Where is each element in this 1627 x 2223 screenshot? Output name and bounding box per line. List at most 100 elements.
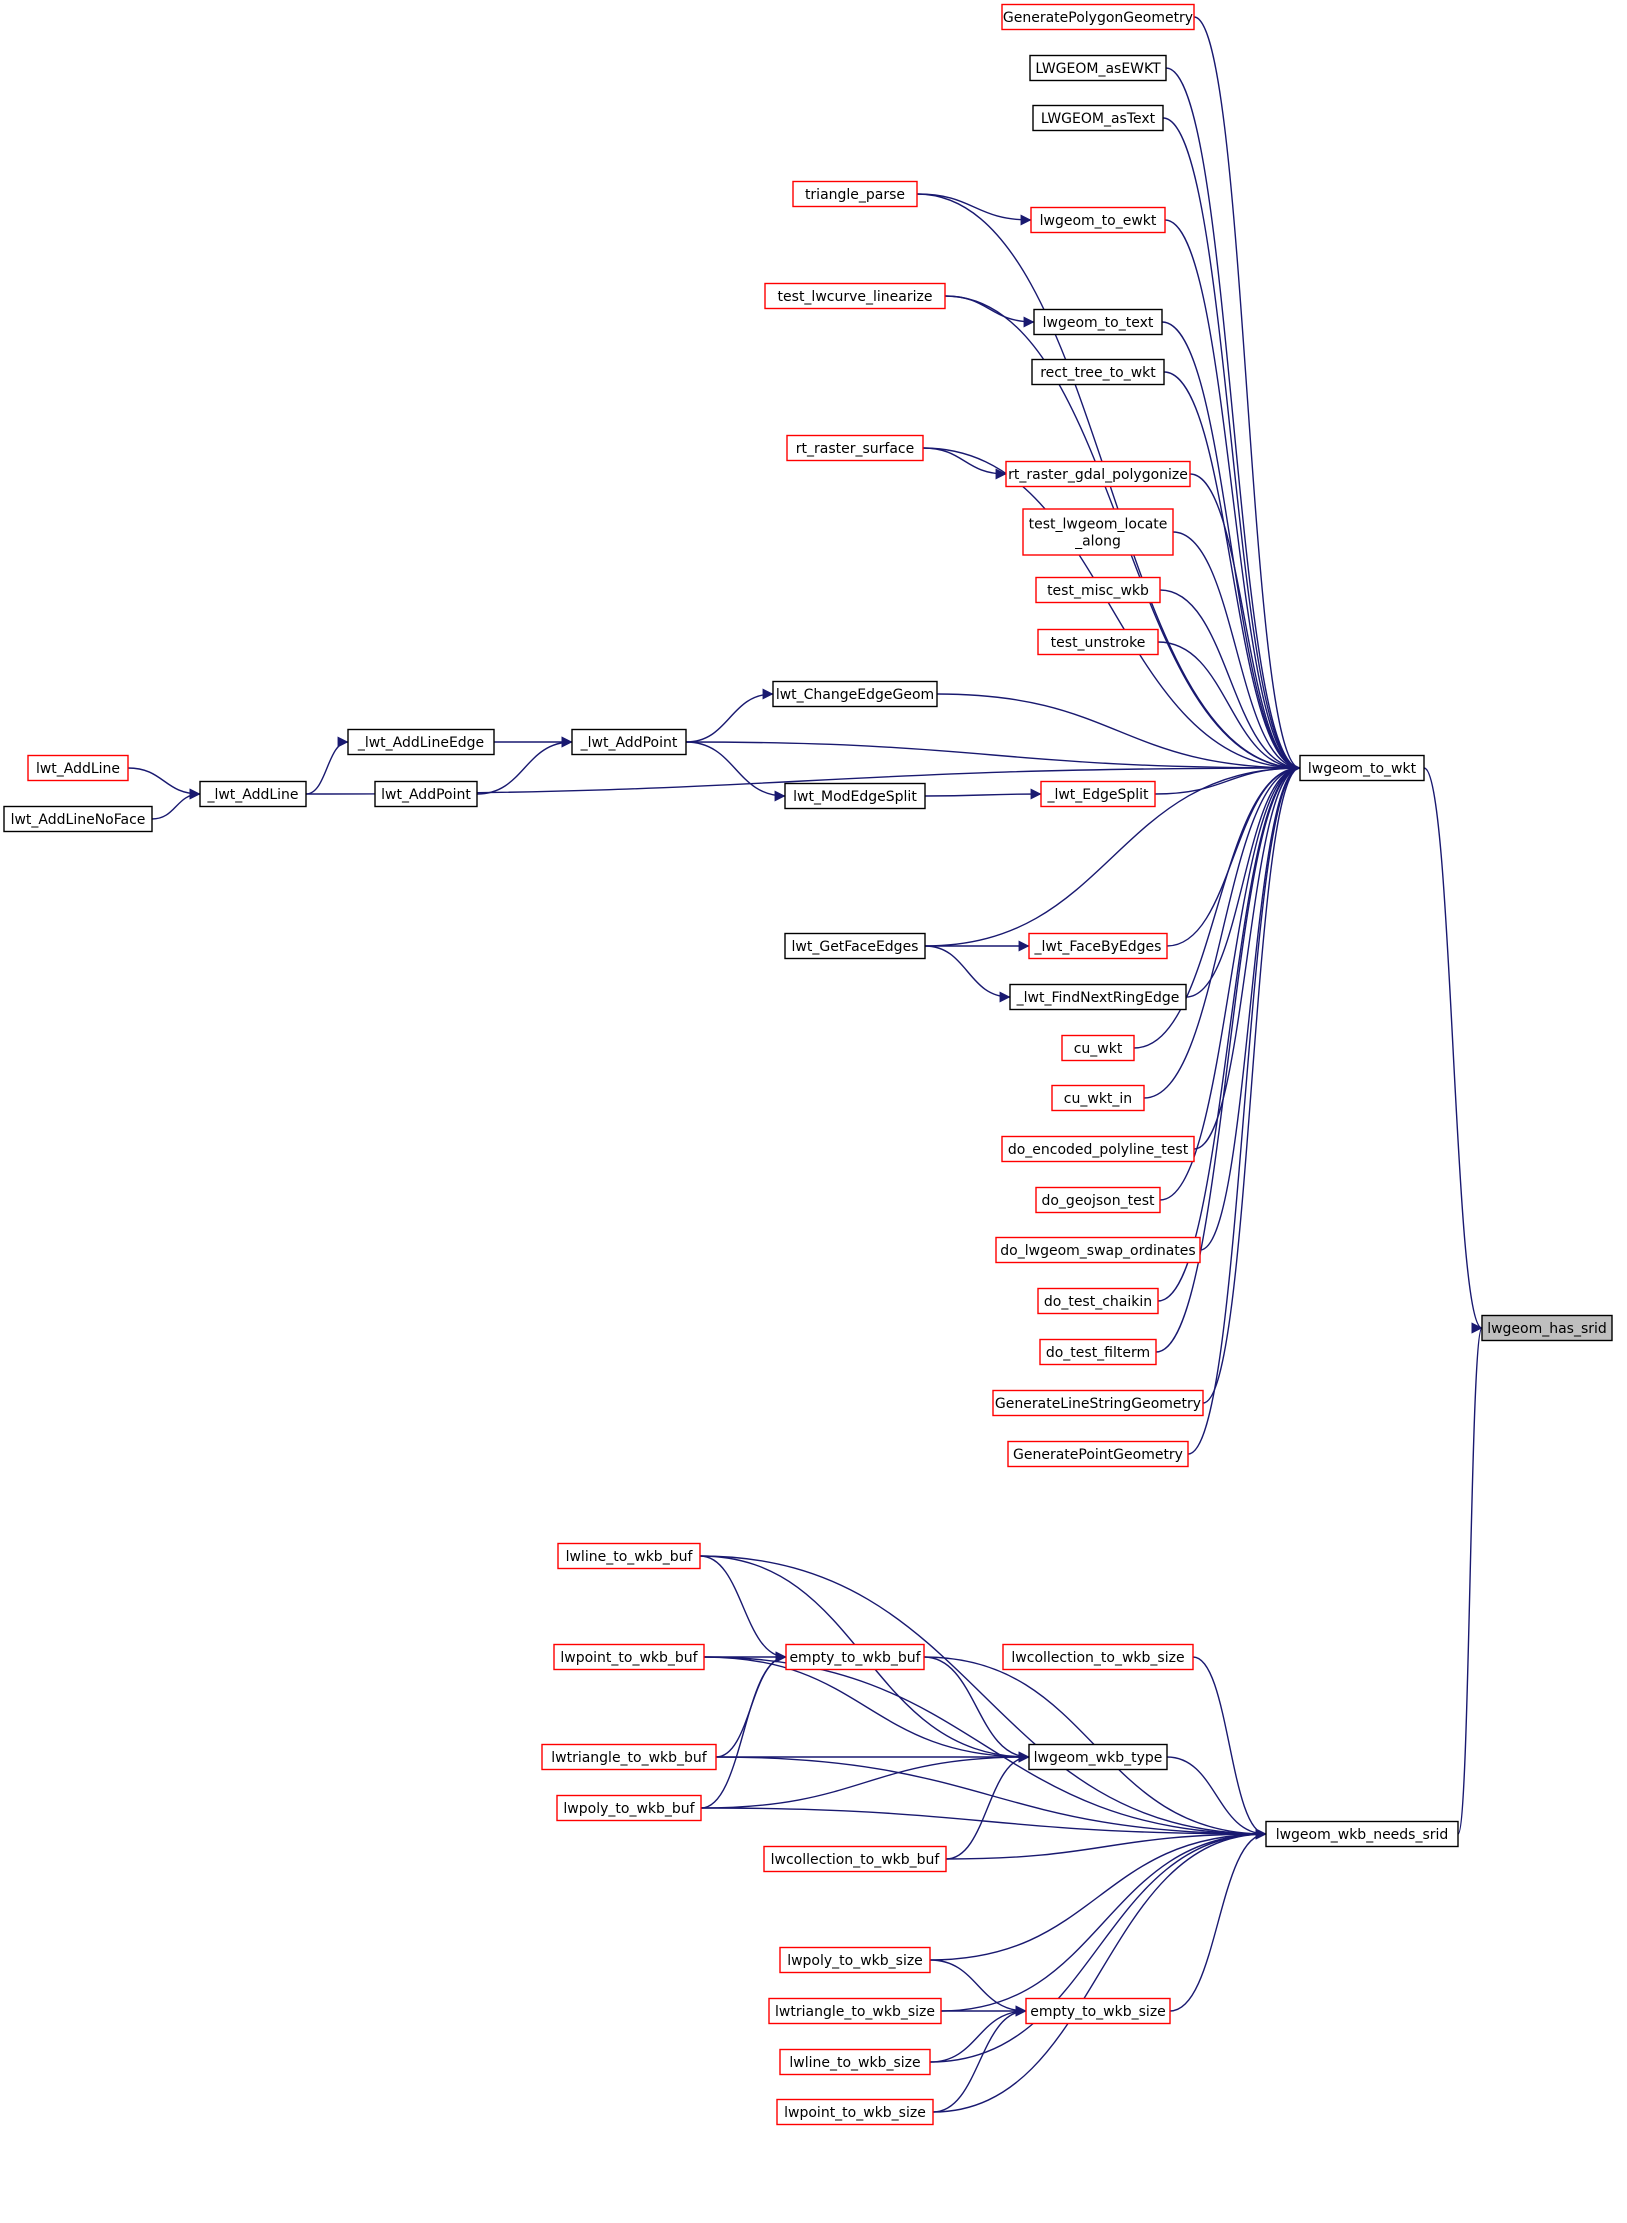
node-box[interactable] [1040, 780, 1156, 808]
node-lwt_AddLine[interactable]: lwt_AddLine [27, 754, 129, 782]
node-lwcollection_to_wkb_buf[interactable]: lwcollection_to_wkb_buf [763, 1845, 947, 1873]
node-box[interactable] [1025, 1997, 1171, 2025]
node-LWGEOM_asEWKT[interactable]: LWGEOM_asEWKT [1029, 54, 1167, 82]
node-box[interactable] [1051, 1084, 1145, 1112]
node-box[interactable] [1028, 1743, 1168, 1771]
node-_lwt_AddLineEdge[interactable]: _lwt_AddLineEdge [347, 728, 495, 756]
node-lwt_ModEdgeSplit[interactable]: lwt_ModEdgeSplit [784, 782, 926, 810]
node-lwt_ChangeEdgeGeom[interactable]: lwt_ChangeEdgeGeom [772, 680, 938, 708]
node-test_unstroke[interactable]: test_unstroke [1037, 628, 1159, 656]
node-test_lwgeom_locate_along[interactable]: test_lwgeom_locate_along [1022, 508, 1174, 556]
node-box[interactable] [995, 1236, 1201, 1264]
node-box[interactable] [785, 1643, 925, 1671]
node-cu_wkt_in[interactable]: cu_wkt_in [1051, 1084, 1145, 1112]
node-do_test_filterm[interactable]: do_test_filterm [1039, 1338, 1157, 1366]
node-lwcollection_to_wkb_size[interactable]: lwcollection_to_wkb_size [1002, 1643, 1194, 1671]
node-box[interactable] [768, 1997, 942, 2025]
node-_lwt_AddPoint[interactable]: _lwt_AddPoint [571, 728, 687, 756]
node-box[interactable] [1061, 1034, 1135, 1062]
node-LWGEOM_asText[interactable]: LWGEOM_asText [1032, 104, 1164, 132]
node-box[interactable] [1022, 508, 1174, 556]
node-_lwt_EdgeSplit[interactable]: _lwt_EdgeSplit [1040, 780, 1156, 808]
node-box[interactable] [553, 1643, 705, 1671]
node-box[interactable] [784, 932, 926, 960]
node-test_misc_wkb[interactable]: test_misc_wkb [1035, 576, 1161, 604]
node-box[interactable] [776, 2098, 934, 2126]
node-empty_to_wkb_buf[interactable]: empty_to_wkb_buf [785, 1643, 925, 1671]
node-rect_tree_to_wkt[interactable]: rect_tree_to_wkt [1031, 358, 1165, 386]
node-box[interactable] [347, 728, 495, 756]
node-lwgeom_to_text[interactable]: lwgeom_to_text [1033, 308, 1163, 336]
node-lwpoly_to_wkb_buf[interactable]: lwpoly_to_wkb_buf [556, 1794, 702, 1822]
node-lwpoint_to_wkb_buf[interactable]: lwpoint_to_wkb_buf [553, 1643, 705, 1671]
node-box[interactable] [1028, 932, 1168, 960]
node-box[interactable] [571, 728, 687, 756]
node-box[interactable] [792, 180, 918, 208]
node-do_test_chaikin[interactable]: do_test_chaikin [1037, 1287, 1159, 1315]
node-_lwt_FaceByEdges[interactable]: _lwt_FaceByEdges [1028, 932, 1168, 960]
node-box[interactable] [1001, 3, 1195, 31]
node-GenerateLineStringGeometry[interactable]: GenerateLineStringGeometry [992, 1389, 1204, 1417]
node-box[interactable] [3, 805, 153, 833]
node-box[interactable] [1035, 576, 1161, 604]
node-box[interactable] [1299, 754, 1425, 782]
node-box[interactable] [784, 782, 926, 810]
node-box[interactable] [199, 780, 307, 808]
node-box[interactable] [992, 1389, 1204, 1417]
node-box[interactable] [1005, 460, 1191, 488]
node-box[interactable] [1001, 1135, 1195, 1163]
node-box[interactable] [1031, 358, 1165, 386]
node-lwline_to_wkb_size[interactable]: lwline_to_wkb_size [779, 2048, 931, 2076]
node-box[interactable] [1033, 308, 1163, 336]
node-lwgeom_to_ewkt[interactable]: lwgeom_to_ewkt [1030, 206, 1166, 234]
node-do_geojson_test[interactable]: do_geojson_test [1035, 1186, 1161, 1214]
node-box[interactable] [1037, 628, 1159, 656]
node-box[interactable] [557, 1542, 701, 1570]
node-box[interactable] [772, 680, 938, 708]
node-_lwt_FindNextRingEdge[interactable]: _lwt_FindNextRingEdge [1009, 983, 1187, 1011]
node-triangle_parse[interactable]: triangle_parse [792, 180, 918, 208]
node-lwline_to_wkb_buf[interactable]: lwline_to_wkb_buf [557, 1542, 701, 1570]
node-box[interactable] [1030, 206, 1166, 234]
node-test_lwcurve_linearize[interactable]: test_lwcurve_linearize [764, 282, 946, 310]
node-box[interactable] [1002, 1643, 1194, 1671]
node-lwtriangle_to_wkb_size[interactable]: lwtriangle_to_wkb_size [768, 1997, 942, 2025]
node-GeneratePolygonGeometry[interactable]: GeneratePolygonGeometry [1001, 3, 1195, 31]
node-box[interactable] [779, 2048, 931, 2076]
node-box[interactable] [764, 282, 946, 310]
node-lwgeom_wkb_type[interactable]: lwgeom_wkb_type [1028, 1743, 1168, 1771]
node-_lwt_AddLine[interactable]: _lwt_AddLine [199, 780, 307, 808]
node-lwgeom_has_srid[interactable]: lwgeom_has_srid [1481, 1314, 1613, 1342]
node-box[interactable] [1032, 104, 1164, 132]
node-do_encoded_polyline_test[interactable]: do_encoded_polyline_test [1001, 1135, 1195, 1163]
node-box[interactable] [1037, 1287, 1159, 1315]
node-box[interactable] [786, 434, 924, 462]
node-lwgeom_to_wkt[interactable]: lwgeom_to_wkt [1299, 754, 1425, 782]
node-box[interactable] [779, 1946, 931, 1974]
node-empty_to_wkb_size[interactable]: empty_to_wkb_size [1025, 1997, 1171, 2025]
node-lwt_AddLineNoFace[interactable]: lwt_AddLineNoFace [3, 805, 153, 833]
node-lwpoint_to_wkb_size[interactable]: lwpoint_to_wkb_size [776, 2098, 934, 2126]
node-box[interactable] [1009, 983, 1187, 1011]
node-box[interactable] [374, 780, 478, 808]
node-box[interactable] [541, 1743, 717, 1771]
node-GeneratePointGeometry[interactable]: GeneratePointGeometry [1007, 1440, 1189, 1468]
node-rt_raster_gdal_polygonize[interactable]: rt_raster_gdal_polygonize [1005, 460, 1191, 488]
node-do_lwgeom_swap_ordinates[interactable]: do_lwgeom_swap_ordinates [995, 1236, 1201, 1264]
node-box[interactable] [763, 1845, 947, 1873]
node-lwt_GetFaceEdges[interactable]: lwt_GetFaceEdges [784, 932, 926, 960]
node-box[interactable] [556, 1794, 702, 1822]
node-rt_raster_surface[interactable]: rt_raster_surface [786, 434, 924, 462]
node-lwtriangle_to_wkb_buf[interactable]: lwtriangle_to_wkb_buf [541, 1743, 717, 1771]
node-box[interactable] [1265, 1820, 1459, 1848]
node-box[interactable] [1035, 1186, 1161, 1214]
node-lwgeom_wkb_needs_srid[interactable]: lwgeom_wkb_needs_srid [1265, 1820, 1459, 1848]
node-lwt_AddPoint[interactable]: lwt_AddPoint [374, 780, 478, 808]
node-lwpoly_to_wkb_size[interactable]: lwpoly_to_wkb_size [779, 1946, 931, 1974]
node-box[interactable] [1481, 1314, 1613, 1342]
node-box[interactable] [1029, 54, 1167, 82]
node-box[interactable] [27, 754, 129, 782]
node-box[interactable] [1007, 1440, 1189, 1468]
node-cu_wkt[interactable]: cu_wkt [1061, 1034, 1135, 1062]
node-box[interactable] [1039, 1338, 1157, 1366]
